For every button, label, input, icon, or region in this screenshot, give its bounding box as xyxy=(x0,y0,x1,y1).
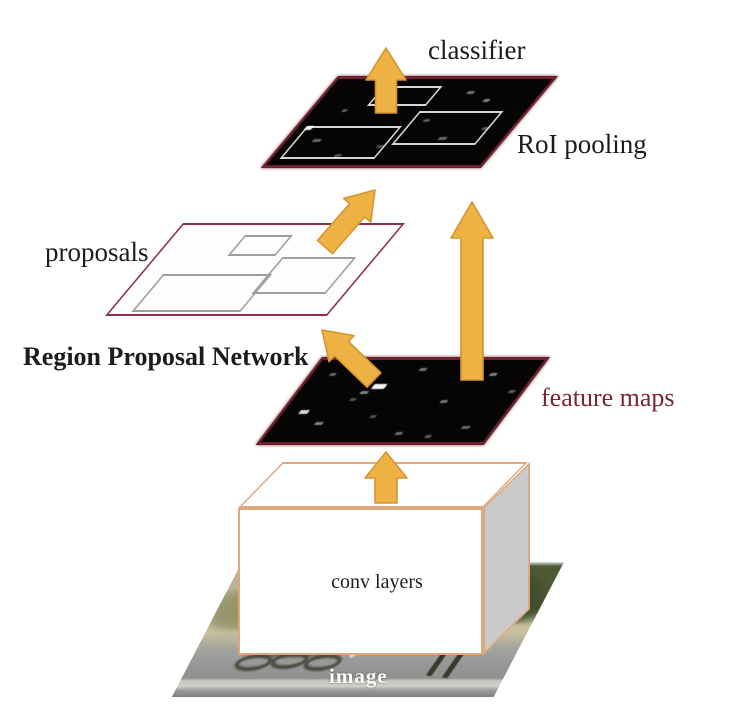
conv-layers-box-top-face xyxy=(238,462,528,508)
proposal-box xyxy=(227,235,293,256)
feature-activation-speck xyxy=(369,415,378,418)
feature-activation-speck xyxy=(313,422,325,425)
feature-activation-speck xyxy=(460,426,472,429)
proposals-plane xyxy=(104,223,405,316)
region-proposal-network-label: Region Proposal Network xyxy=(23,342,309,371)
feature-activation-speck xyxy=(298,410,311,414)
feature-activation-speck xyxy=(370,384,388,389)
roi-pooling-plane xyxy=(260,76,558,168)
roi-box xyxy=(366,86,443,106)
feature-activation-speck xyxy=(348,398,358,401)
feature-maps-label: feature maps xyxy=(541,383,675,412)
proposals-label: proposals xyxy=(45,237,149,267)
feature-activation-speck xyxy=(394,432,404,435)
feature-activation-speck xyxy=(340,109,349,112)
conv-layers-label: conv layers xyxy=(331,571,423,593)
feature-activation-speck xyxy=(507,390,517,393)
feature-activation-speck xyxy=(465,91,476,94)
featuremaps-to-roi-arrow xyxy=(450,201,494,381)
image-label: image xyxy=(329,664,388,688)
conv-layers-box-front-face xyxy=(238,508,483,655)
feature-activation-speck xyxy=(488,373,498,376)
feature-activation-speck xyxy=(482,99,491,102)
feature-activation-speck xyxy=(439,400,449,403)
roi-pooling-label: RoI pooling xyxy=(517,129,647,159)
proposal-box xyxy=(251,257,357,294)
feature-activation-speck xyxy=(423,435,433,438)
classifier-label: classifier xyxy=(428,35,526,65)
feature-activation-speck xyxy=(359,391,370,394)
feature-activation-speck xyxy=(328,373,337,376)
feature-activation-speck xyxy=(418,368,428,371)
